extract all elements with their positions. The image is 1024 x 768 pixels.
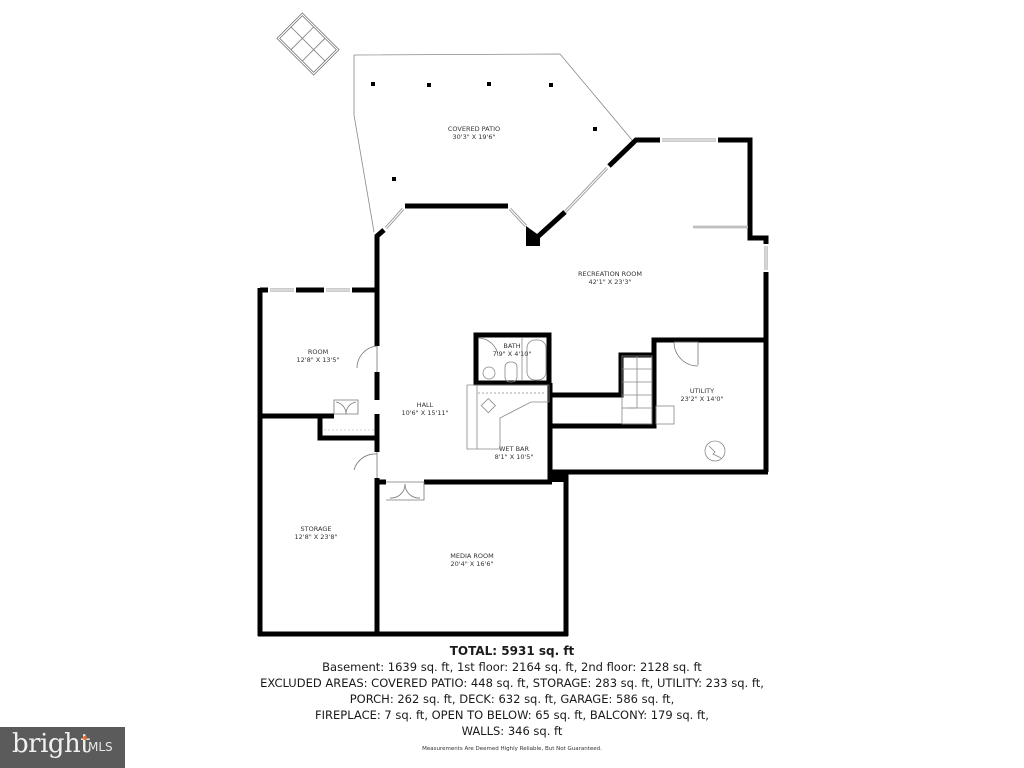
doors — [333, 337, 699, 501]
room-label-recreation-room: RECREATION ROOM 42'1" X 23'3" — [577, 270, 643, 286]
disclaimer: Measurements Are Deemed Highly Reliable,… — [422, 746, 602, 752]
stairs — [621, 355, 675, 425]
excluded-areas-line-2: PORCH: 262 sq. ft, DECK: 632 sq. ft, GAR… — [349, 692, 675, 706]
logo-brand: bright — [12, 729, 91, 759]
room-label-covered-patio: COVERED PATIO 30'3" X 19'6" — [447, 125, 501, 141]
logo-accent-dot — [83, 736, 87, 740]
excluded-areas-line-3: FIREPLACE: 7 sq. ft, OPEN TO BELOW: 65 s… — [315, 708, 709, 722]
floor-plan-drawing — [257, 12, 769, 637]
excluded-areas-line-1: EXCLUDED AREAS: COVERED PATIO: 448 sq. f… — [260, 676, 764, 690]
logo-suffix: MLS — [88, 740, 113, 754]
room-label-room: ROOM 12'8" X 13'5" — [296, 348, 340, 364]
structural-column — [526, 226, 568, 482]
room-label-storage: STORAGE 12'8" X 23'8" — [294, 525, 338, 541]
room-label-utility: UTILITY 23'2" X 14'0" — [680, 387, 724, 403]
windows — [270, 138, 768, 292]
patio-posts — [371, 82, 597, 181]
room-label-wet-bar: WET BAR 8'1" X 10'5" — [494, 445, 534, 461]
bright-mls-logo: bright MLS — [0, 727, 125, 768]
total-area: TOTAL: 5931 sq. ft — [449, 644, 575, 658]
excluded-areas-line-4: WALLS: 346 sq. ft — [461, 724, 563, 738]
wet-bar-counter — [466, 384, 550, 450]
room-label-media-room: MEDIA ROOM 20'4" X 16'6" — [450, 552, 494, 568]
covered-patio-outline — [353, 53, 633, 233]
bath-fixtures — [482, 338, 547, 383]
room-label-bath: BATH 7'9" X 4'10" — [492, 342, 532, 358]
water-heater-icon — [704, 440, 726, 462]
skylight-icon — [276, 12, 340, 76]
room-label-hall: HALL 10'6" X 15'11" — [401, 401, 449, 417]
walls — [257, 137, 769, 637]
area-summary: TOTAL: 5931 sq. ft Basement: 1639 sq. ft… — [0, 644, 1024, 752]
floor-areas: Basement: 1639 sq. ft, 1st floor: 2164 s… — [322, 660, 702, 674]
